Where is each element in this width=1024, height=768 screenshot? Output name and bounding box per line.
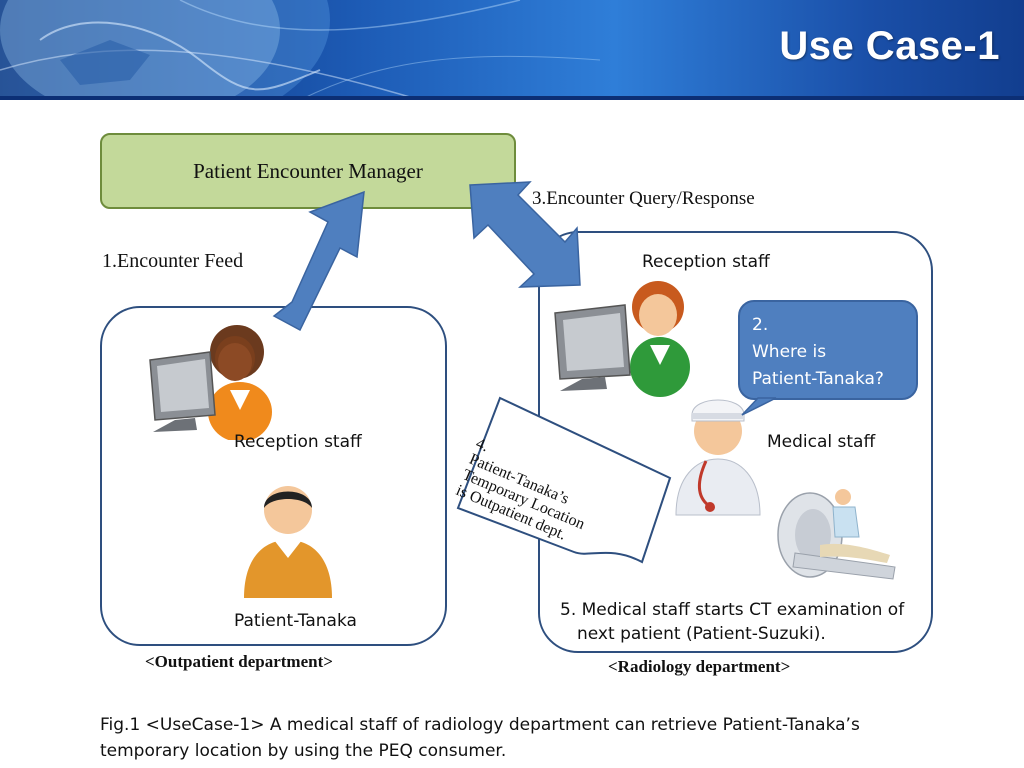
step5-text: 5. Medical staff starts CT examination o…: [560, 598, 904, 646]
encounter-feed-label: 1.Encounter Feed: [102, 250, 244, 272]
patient-icon: [244, 486, 332, 598]
caption-line1: Fig.1 <UseCase-1> A medical staff of rad…: [100, 715, 860, 735]
radiology-reception-computer-icon: [554, 281, 690, 397]
where-is-patient-speech-bubble: 2. Where is Patient-Tanaka?: [738, 300, 918, 400]
outpatient-department-label: <Outpatient department>: [145, 652, 333, 671]
radiology-department-label: <Radiology department>: [608, 657, 791, 676]
radiology-reception-label: Reception staff: [642, 252, 770, 272]
bubble-step-number: 2.: [752, 315, 769, 335]
caption-line2: temporary location by using the PEQ cons…: [100, 741, 507, 761]
header-banner: Use Case-1: [0, 0, 1024, 100]
medical-staff-doctor-icon: [675, 399, 761, 516]
outpatient-reception-label: Reception staff: [234, 432, 362, 452]
globe-decoration-icon: [0, 0, 601, 100]
page-title: Use Case-1: [779, 24, 1000, 68]
manager-label: Patient Encounter Manager: [193, 158, 423, 183]
bubble-line-patient: Patient-Tanaka?: [752, 369, 884, 389]
bubble-line-where: Where is: [752, 342, 827, 362]
ct-scanner-icon: [777, 489, 896, 580]
encounter-query-label: 3.Encounter Query/Response: [532, 188, 755, 209]
figure-caption: Fig.1 <UseCase-1> A medical staff of rad…: [100, 712, 980, 764]
medical-staff-label: Medical staff: [767, 432, 876, 452]
reception-staff-computer-icon: [149, 325, 272, 440]
patient-tanaka-label: Patient-Tanaka: [234, 611, 357, 631]
step5-line1: 5. Medical staff starts CT examination o…: [560, 600, 905, 620]
patient-encounter-manager-box: Patient Encounter Manager: [100, 133, 516, 209]
step5-line2: next patient (Patient-Suzuki).: [577, 624, 826, 644]
